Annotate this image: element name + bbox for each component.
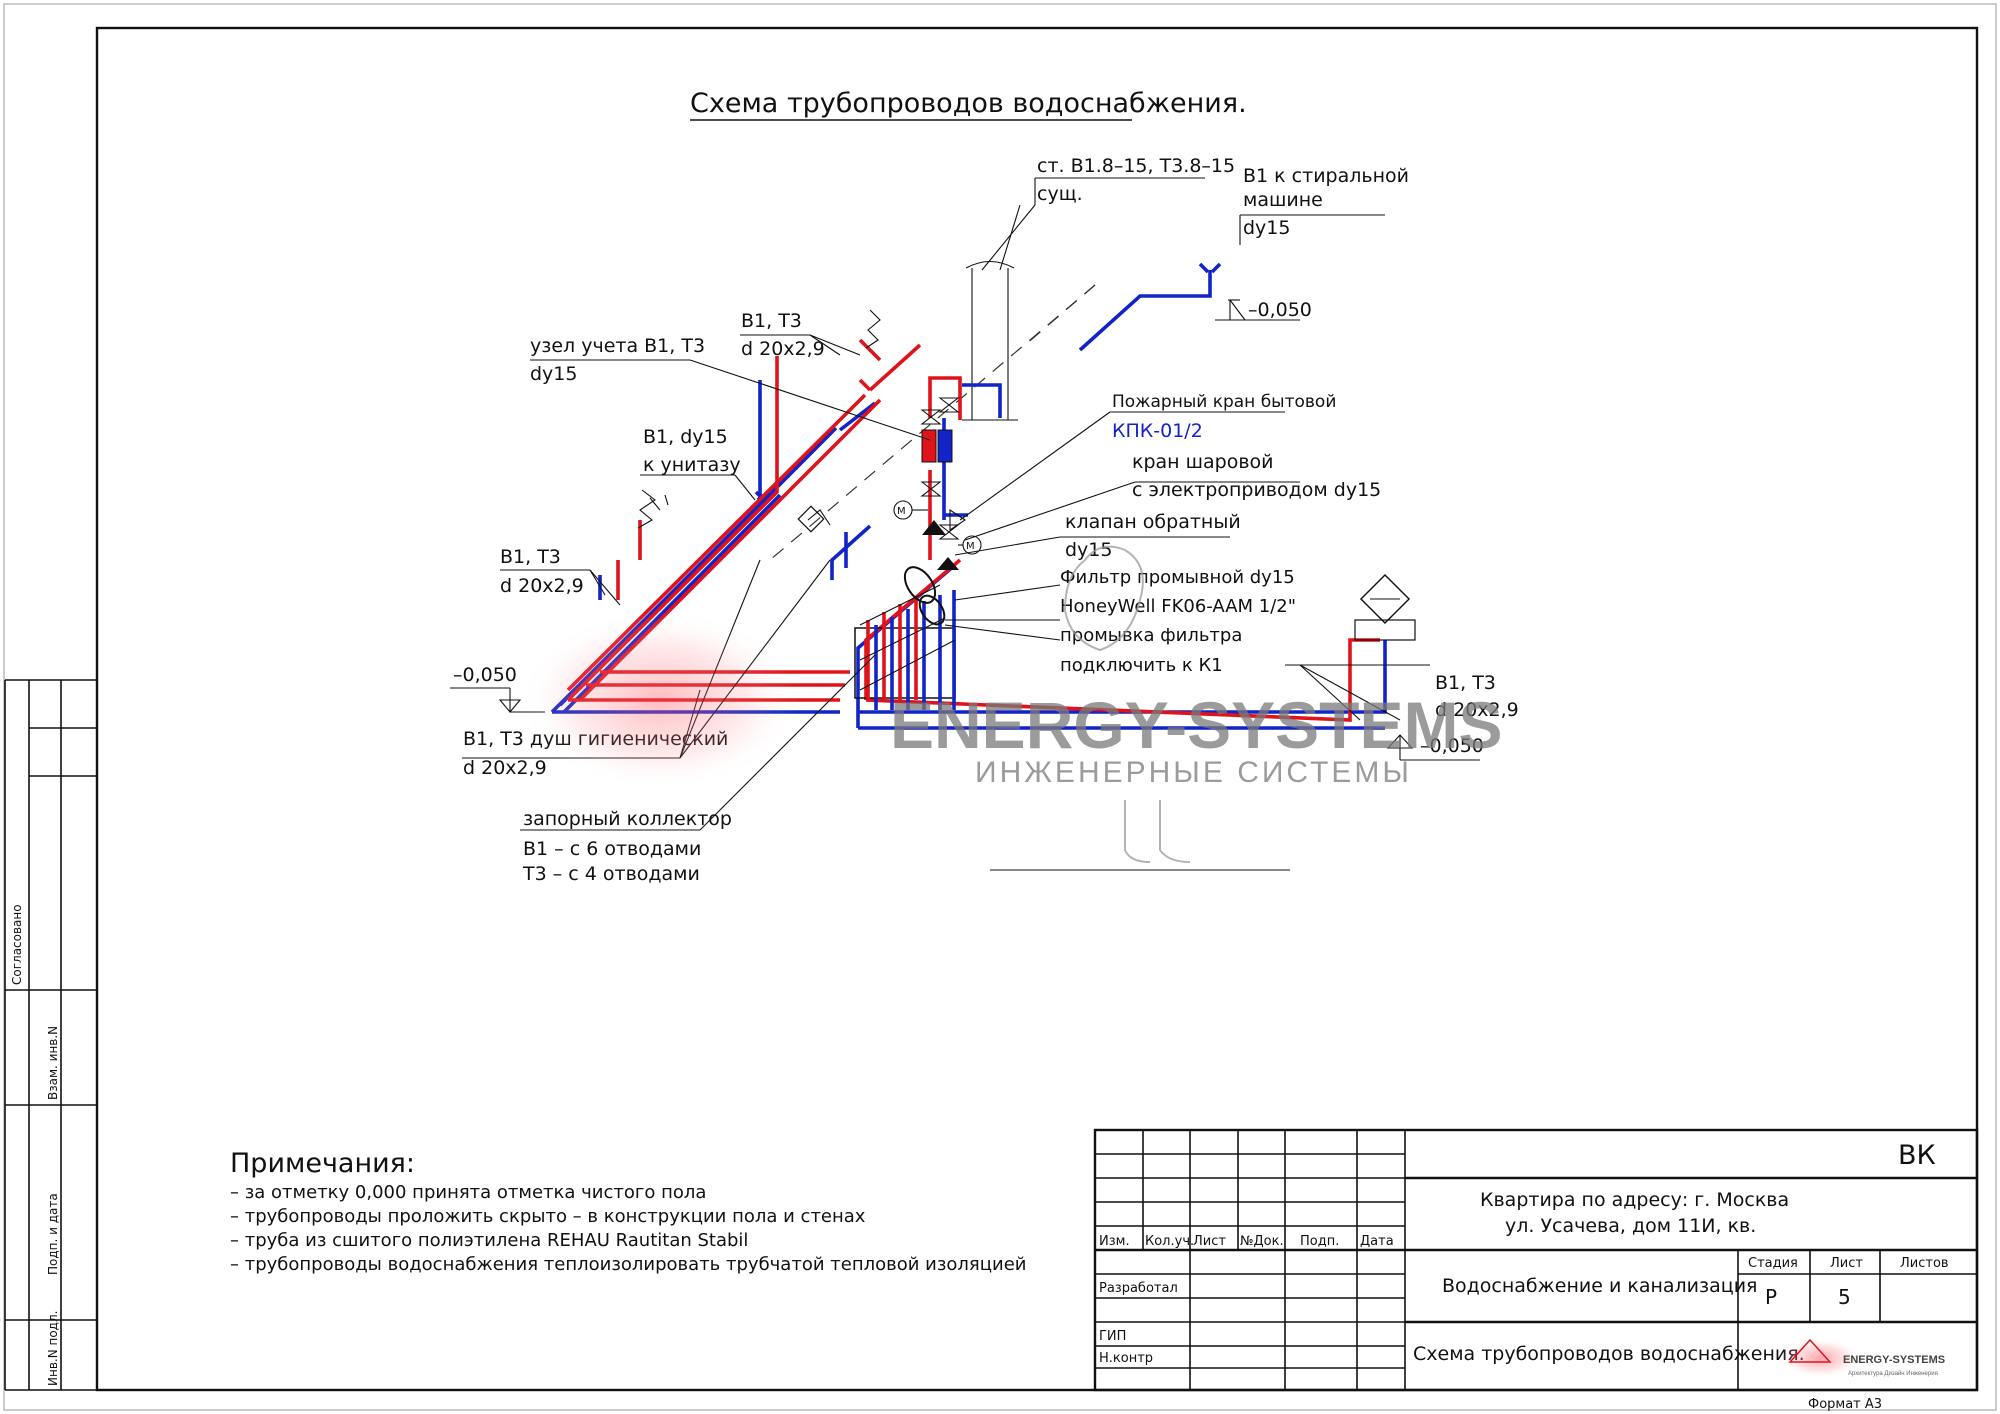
logo-text: ENERGY-SYSTEMS — [1843, 1354, 1945, 1366]
col-date: Дата — [1360, 1234, 1394, 1249]
address-1: Квартира по адресу: г. Москва — [1480, 1189, 1789, 1211]
note-item-4: – трубопроводы водоснабжения теплоизолир… — [230, 1254, 1026, 1275]
sheet-value: 5 — [1838, 1285, 1851, 1309]
label-meter-2: dy15 — [530, 363, 577, 385]
col-doc: №Док. — [1240, 1234, 1284, 1249]
meter-sym-left: М — [897, 506, 906, 517]
label-riser-2: сущ. — [1037, 183, 1083, 205]
label-riser-1: ст. В1.8–15, Т3.8–15 — [1037, 155, 1235, 177]
label-toilet-1: В1, dy15 — [643, 426, 728, 448]
label-toilet-2: к унитазу — [643, 454, 741, 476]
company-logo: ENERGY-SYSTEMS Архитектура Дизайн Инжене… — [1778, 1338, 1945, 1378]
meter-cold — [937, 429, 953, 463]
note-item-3: – труба из сшитого полиэтилена REHAU Rau… — [230, 1230, 748, 1251]
role-developer: Разработал — [1099, 1281, 1178, 1296]
side-inv-orig: Инв.N подл. — [46, 1311, 60, 1386]
label-filter-4: подключить к К1 — [1060, 655, 1223, 676]
label-filter-1: Фильтр промывной dy15 — [1060, 567, 1295, 588]
label-pipe-top-1: В1, Т3 — [741, 310, 802, 332]
label-filter-2: HoneyWell FK06-AAM 1/2" — [1060, 596, 1296, 617]
label-pipe-right-2: d 20х2,9 — [1435, 699, 1519, 721]
notes-title: Примечания: — [230, 1148, 415, 1179]
label-pipe-top-2: d 20х2,9 — [741, 338, 825, 360]
label-pipe-right-1: В1, Т3 — [1435, 672, 1496, 694]
valve-symbols: М М — [637, 309, 1416, 641]
collector — [854, 584, 956, 710]
note-item-2: – трубопроводы проложить скрыто – в конс… — [230, 1206, 866, 1227]
label-elev-left: –0,050 — [453, 664, 517, 686]
title-block: Изм. Кол.уч. Лист №Док. Подп. Дата Разра… — [1093, 1128, 1979, 1412]
side-sign-date: Подп. и дата — [46, 1193, 60, 1275]
col-kol: Кол.уч. — [1145, 1234, 1194, 1249]
role-gip: ГИП — [1099, 1329, 1126, 1344]
label-collector-3: Т3 – с 4 отводами — [522, 863, 700, 885]
side-stamp: Согласовано Взам. инв.N Подп. и дата Инв… — [4, 679, 97, 1391]
col-izm: Изм. — [1099, 1234, 1130, 1249]
label-washer-2: машине — [1243, 189, 1323, 211]
label-collector-2: В1 – с 6 отводами — [523, 838, 701, 860]
label-ball-valve-2: с электроприводом dy15 — [1132, 479, 1381, 501]
format-label: Формат А3 — [1808, 1397, 1882, 1412]
watermark-brand: ENERGY-SYSTEMS — [890, 688, 1502, 762]
role-nkontr: Н.контр — [1099, 1351, 1153, 1366]
label-check-valve-2: dy15 — [1065, 539, 1112, 561]
stage-value: Р — [1765, 1285, 1777, 1309]
watermark-sub: ИНЖЕНЕРНЫЕ СИСТЕМЫ — [975, 756, 1412, 789]
label-pipe-left-2: d 20х2,9 — [500, 575, 584, 597]
stage-label: Стадия — [1748, 1256, 1798, 1271]
side-inv-replace: Взам. инв.N — [46, 1026, 60, 1100]
notes: Примечания: – за отметку 0,000 принята о… — [230, 1148, 1026, 1275]
sheets-label: Листов — [1900, 1256, 1949, 1271]
filter — [903, 566, 937, 604]
section-name: Водоснабжение и канализация — [1442, 1275, 1757, 1297]
outer-border — [3, 3, 1997, 1411]
doc-code: ВК — [1898, 1140, 1936, 1171]
label-washer-3: dy15 — [1243, 217, 1290, 239]
label-elev-right-bottom: –0,050 — [1420, 735, 1484, 757]
label-check-valve-1: клапан обратный — [1065, 511, 1241, 533]
label-fire-valve-2: КПК-01/2 — [1112, 420, 1203, 442]
sheet-label: Лист — [1830, 1256, 1863, 1271]
drawing-title: Схема трубопроводов водоснабжения. — [690, 88, 1247, 119]
label-ball-valve-1: кран шаровой — [1132, 451, 1274, 473]
label-pipe-left-1: В1, Т3 — [500, 546, 561, 568]
sheet-title: Схема трубопроводов водоснабжения. — [1413, 1343, 1805, 1365]
meter-hot — [921, 429, 937, 463]
existing-riser — [962, 260, 1018, 421]
label-filter-3: промывка фильтра — [1060, 625, 1242, 646]
label-shower-2: d 20х2,9 — [463, 757, 547, 779]
col-sign: Подп. — [1300, 1234, 1339, 1249]
note-item-1: – за отметку 0,000 принята отметка чисто… — [230, 1182, 706, 1203]
logo-sub: Архитектура Дизайн Инженерия — [1848, 1370, 1938, 1377]
side-agreed: Согласовано — [10, 904, 24, 985]
watermark: ENERGY-SYSTEMS ИНЖЕНЕРНЫЕ СИСТЕМЫ — [520, 545, 1502, 863]
address-2: ул. Усачева, дом 11И, кв. — [1505, 1215, 1756, 1237]
drawing-frame — [95, 26, 1979, 1392]
label-fire-valve-1: Пожарный кран бытовой — [1112, 392, 1336, 412]
annotations: ст. В1.8–15, Т3.8–15 сущ. В1 к стирально… — [453, 155, 1519, 885]
label-collector-1: запорный коллектор — [523, 808, 732, 830]
meter-sym-right: М — [966, 541, 975, 552]
label-washer-1: В1 к стиральной — [1243, 165, 1409, 187]
label-meter-1: узел учета В1, Т3 — [530, 335, 705, 357]
label-elev-right-top: –0,050 — [1248, 299, 1312, 321]
col-list: Лист — [1193, 1234, 1226, 1249]
